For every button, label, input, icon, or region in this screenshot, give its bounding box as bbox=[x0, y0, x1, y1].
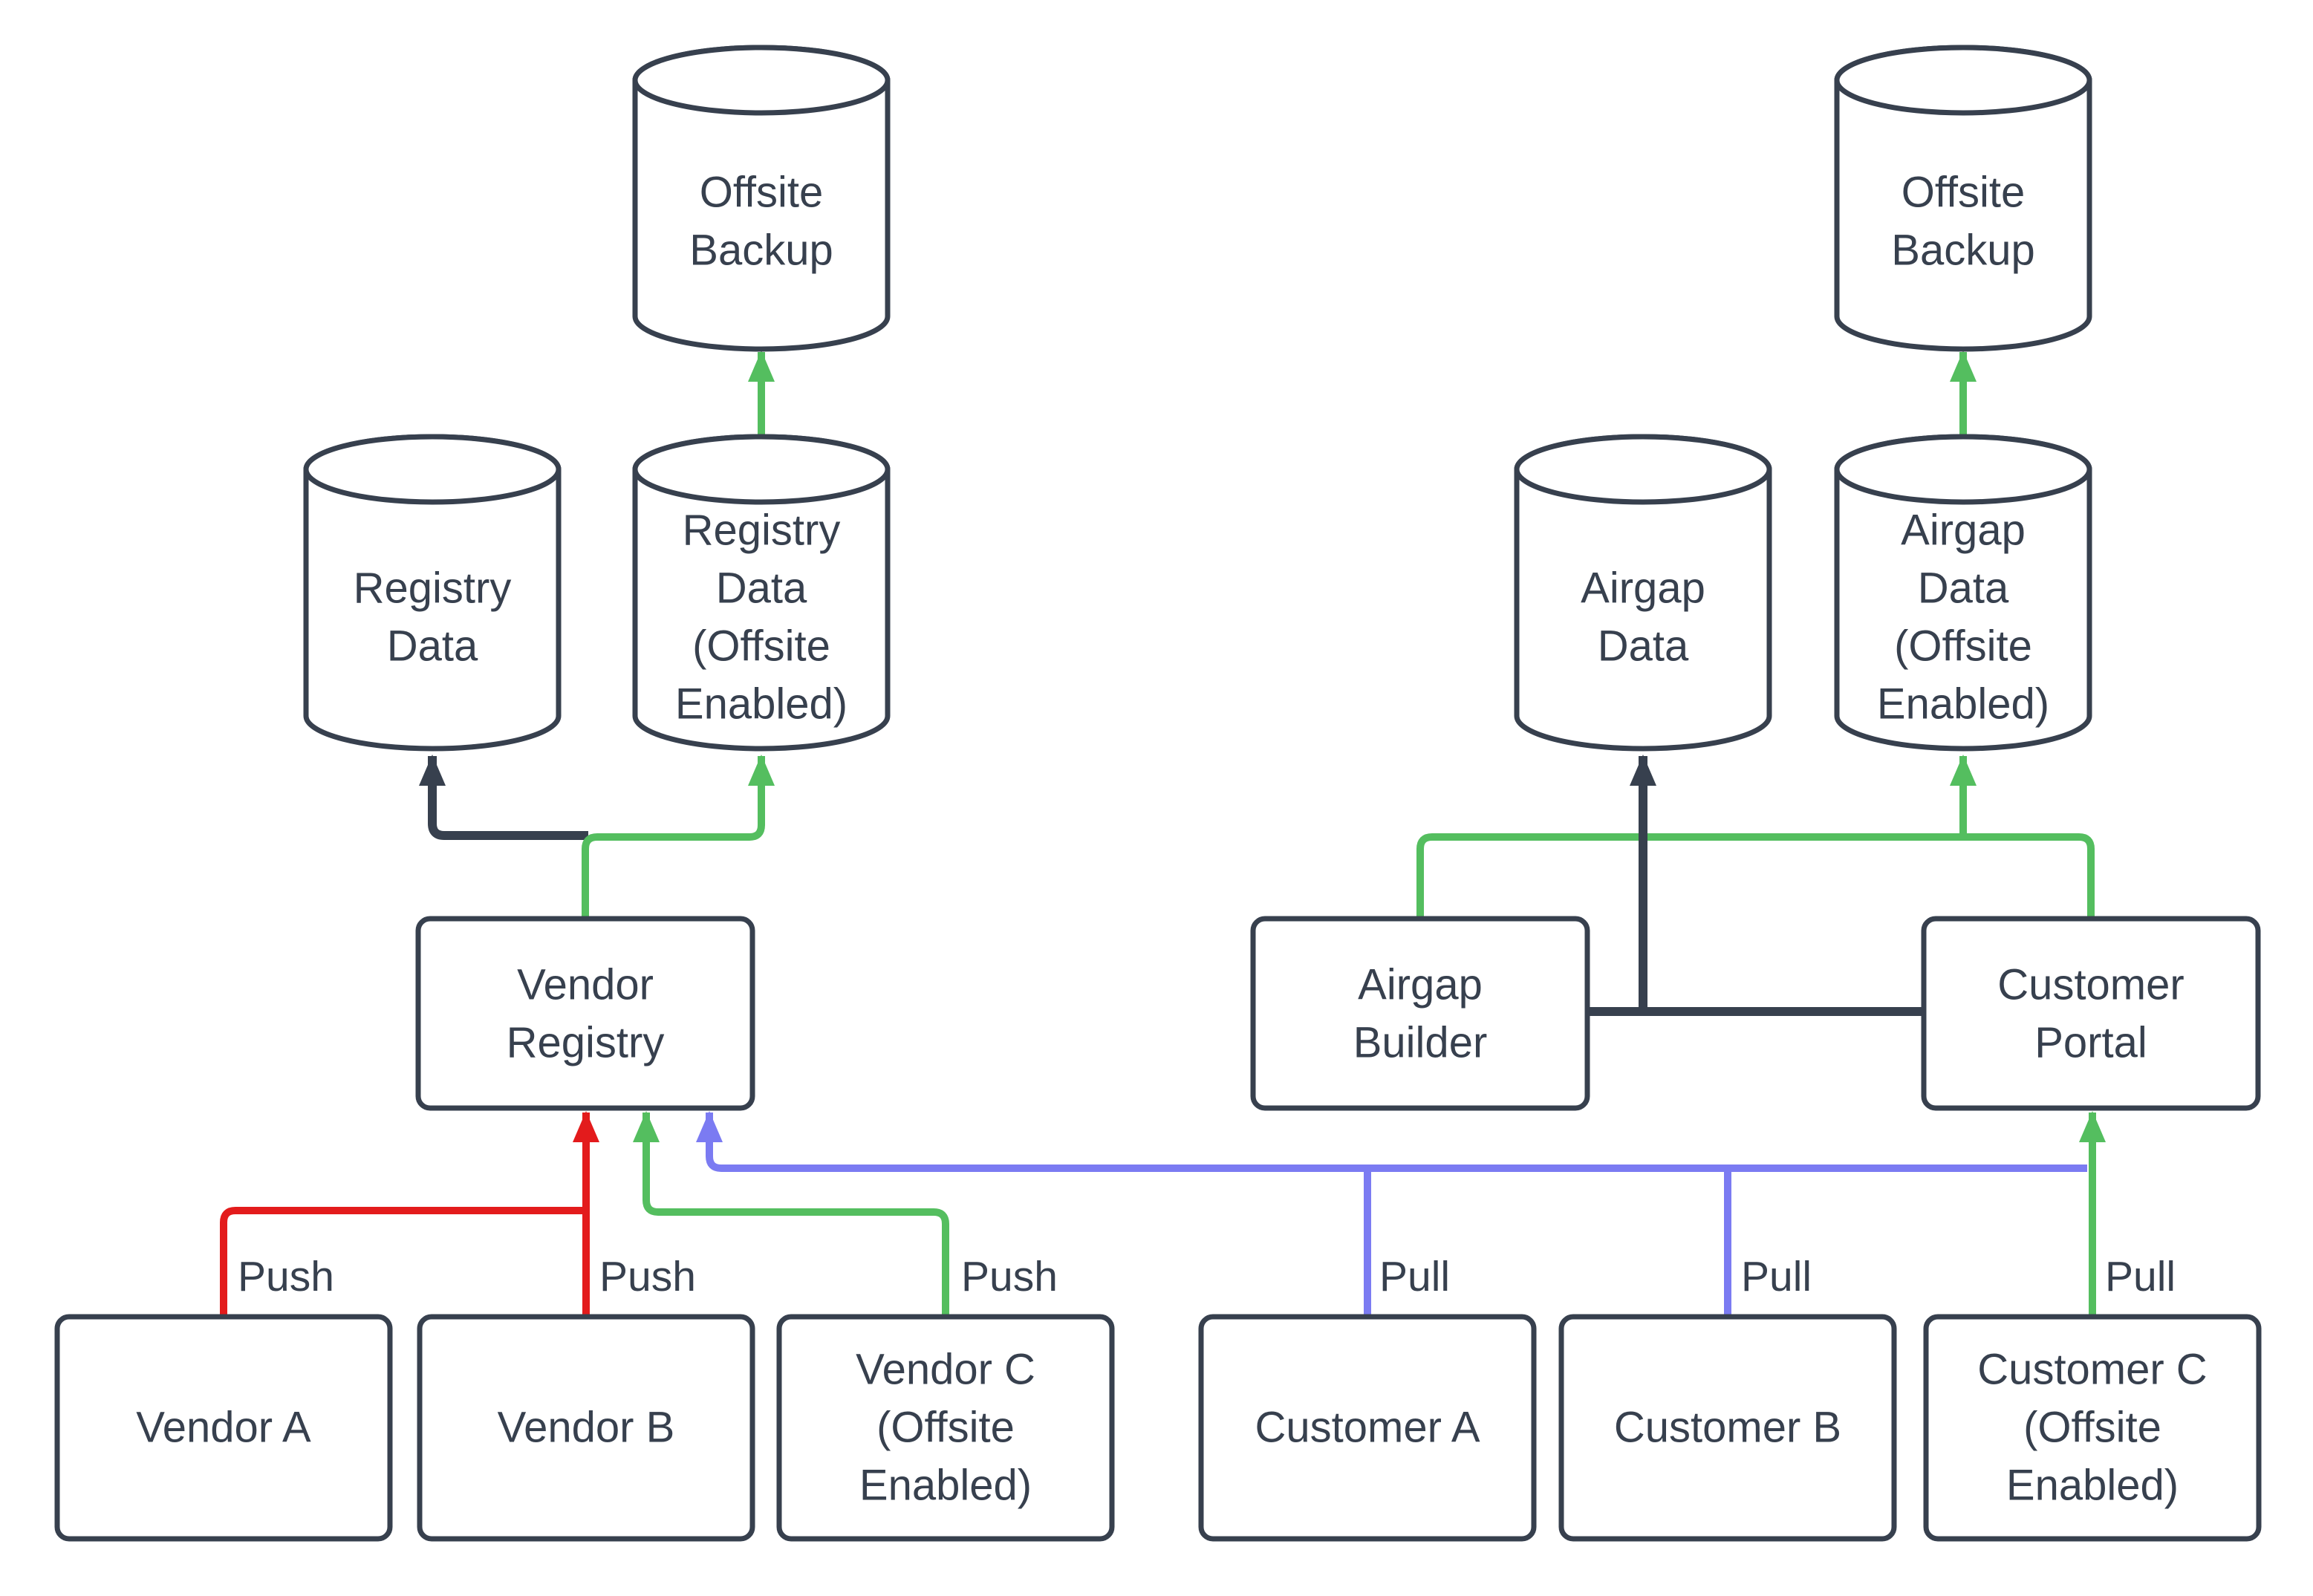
cylinder-top bbox=[1514, 434, 1772, 505]
box-shape bbox=[415, 916, 755, 1111]
node-customer-a: Customer A bbox=[1198, 1314, 1537, 1542]
edge-vendor-a-push-red bbox=[220, 1207, 582, 1317]
node-label: Vendor B bbox=[498, 1404, 675, 1452]
cylinder-top bbox=[632, 45, 891, 116]
box-shape bbox=[417, 1314, 755, 1542]
box-shape bbox=[54, 1314, 393, 1542]
node-vendor-b: Vendor B bbox=[417, 1314, 755, 1542]
edge-vendor-c-push-green bbox=[633, 1111, 949, 1317]
box-shape bbox=[1198, 1314, 1537, 1542]
node-vendor-a: Vendor A bbox=[54, 1314, 393, 1542]
box-shape bbox=[1558, 1314, 1897, 1542]
flow-label-pull-customer-c: Pull bbox=[2105, 1253, 2176, 1300]
edge-portal-builder-green bbox=[1416, 833, 2095, 919]
edge-dark-to-registry-data bbox=[419, 755, 588, 840]
flow-label-push-vendor-a: Push bbox=[238, 1253, 334, 1300]
flow-label-pull-customer-b: Pull bbox=[1741, 1253, 1812, 1300]
flow-label-push-vendor-c: Push bbox=[961, 1253, 1058, 1300]
node-label: Customer B bbox=[1614, 1404, 1841, 1452]
edge-pull-purple-to-registry bbox=[696, 1111, 2087, 1172]
cylinder-top bbox=[1834, 434, 2092, 505]
box-shape bbox=[1923, 1314, 2262, 1542]
cylinder-top bbox=[1834, 45, 2092, 116]
node-customer-b: Customer B bbox=[1558, 1314, 1897, 1542]
box-shape bbox=[776, 1314, 1115, 1542]
edges-layer bbox=[220, 351, 2106, 1317]
cylinder-top bbox=[303, 434, 562, 505]
node-label: Vendor A bbox=[136, 1404, 311, 1452]
flow-label-push-vendor-b: Push bbox=[599, 1253, 696, 1300]
box-shape bbox=[1250, 916, 1590, 1111]
labels-layer: Push Push Push Pull Pull Pull bbox=[238, 1253, 2176, 1300]
flow-label-pull-customer-a: Pull bbox=[1379, 1253, 1450, 1300]
cylinder-top bbox=[632, 434, 891, 505]
node-label: Customer A bbox=[1255, 1404, 1480, 1452]
edge-registry-to-offsite-cylinder bbox=[582, 755, 775, 919]
box-shape bbox=[1921, 916, 2261, 1111]
